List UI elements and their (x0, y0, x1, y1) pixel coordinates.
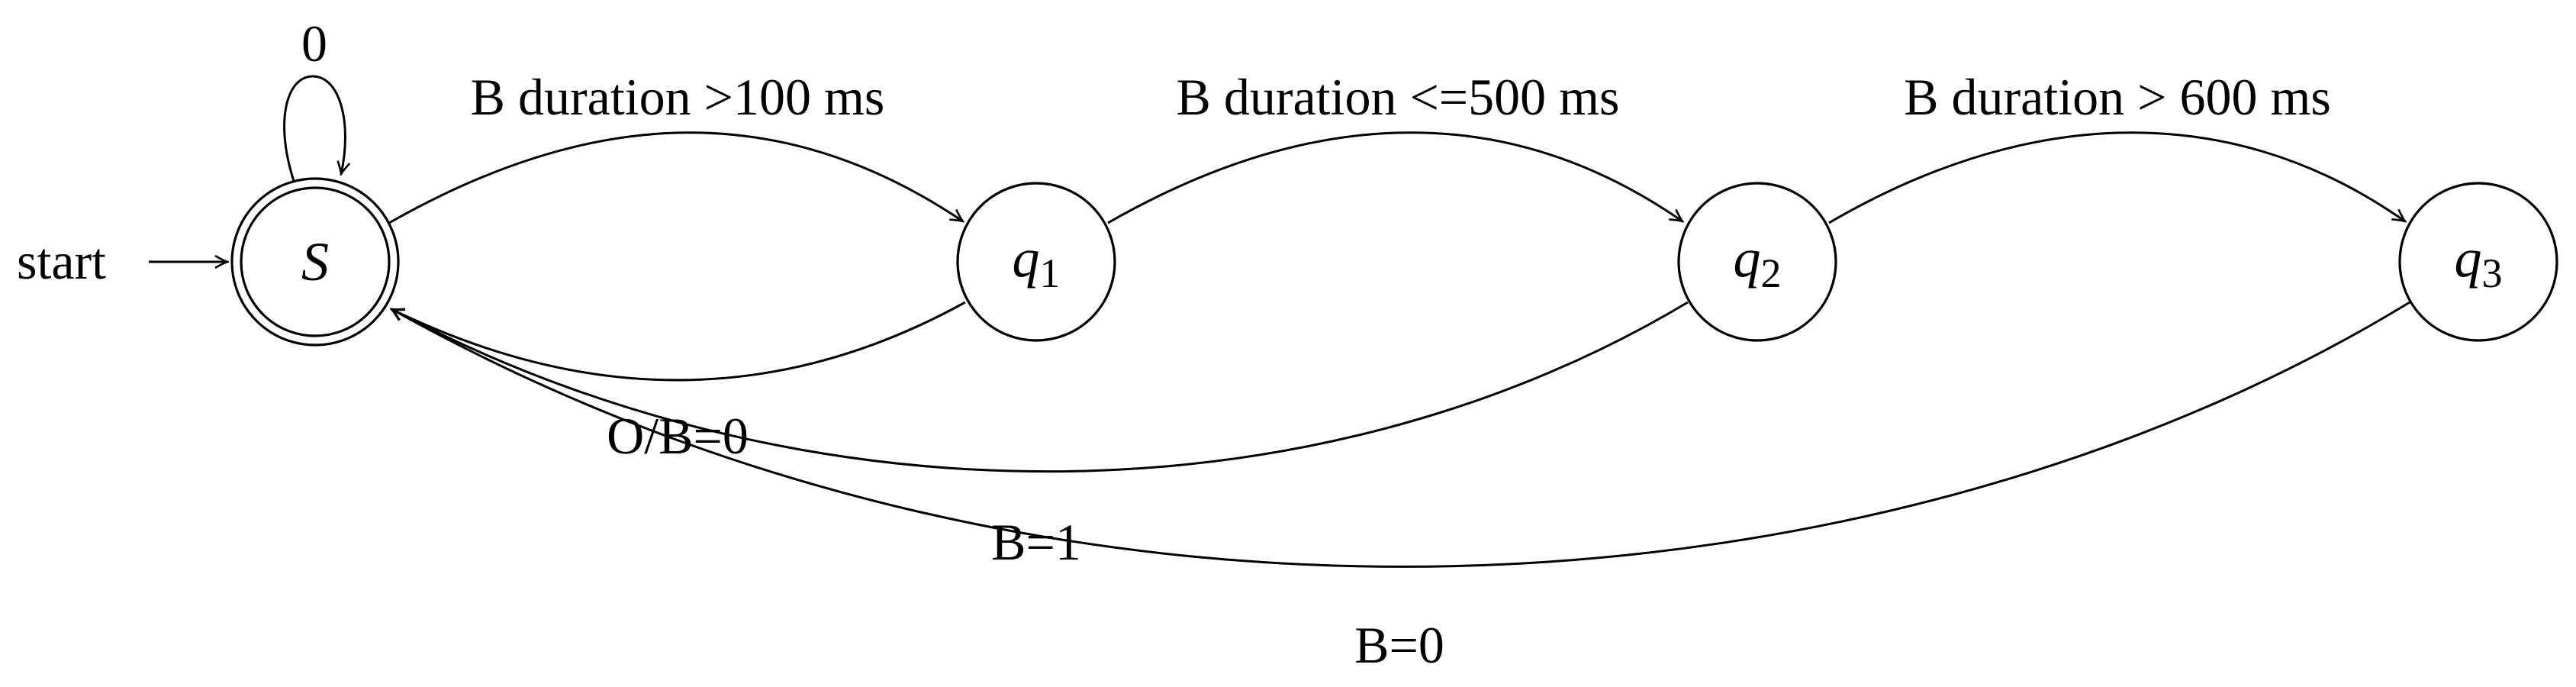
state-q3: q3 (2398, 182, 2558, 342)
state-q3-label: q3 (2455, 227, 2503, 296)
edge-label-q3-s: B=0 (1354, 616, 1444, 674)
edge-q2-s (391, 301, 1689, 473)
state-s-inner-ring (240, 186, 391, 337)
state-q1: q1 (956, 182, 1116, 342)
state-q2-label: q2 (1734, 227, 1782, 296)
state-s: S (230, 177, 400, 347)
edge-q2-q3 (1828, 131, 2405, 224)
edge-label-s-q1: B duration >100 ms (471, 68, 885, 126)
edge-s-loop (283, 75, 346, 182)
state-q3-circle (2398, 182, 2558, 342)
edge-label-q1-s: O/B=0 (607, 407, 749, 465)
state-q2: q2 (1677, 182, 1837, 342)
edge-label-q2-s: B=1 (991, 513, 1081, 571)
start-label: start (17, 232, 106, 290)
edge-q3-s (391, 301, 2410, 568)
state-q1-circle (956, 182, 1116, 342)
state-s-label: S (301, 231, 329, 292)
edge-s-q1 (388, 131, 963, 224)
state-q1-label: q1 (1013, 227, 1061, 296)
edge-q1-s (391, 301, 966, 382)
edge-label-q2-q3: B duration > 600 ms (1904, 68, 2331, 126)
edge-q1-q2 (1107, 131, 1682, 224)
edge-label-s-loop: 0 (301, 15, 327, 73)
state-q2-circle (1677, 182, 1837, 342)
edge-label-q1-q2: B duration <=500 ms (1176, 68, 1619, 126)
